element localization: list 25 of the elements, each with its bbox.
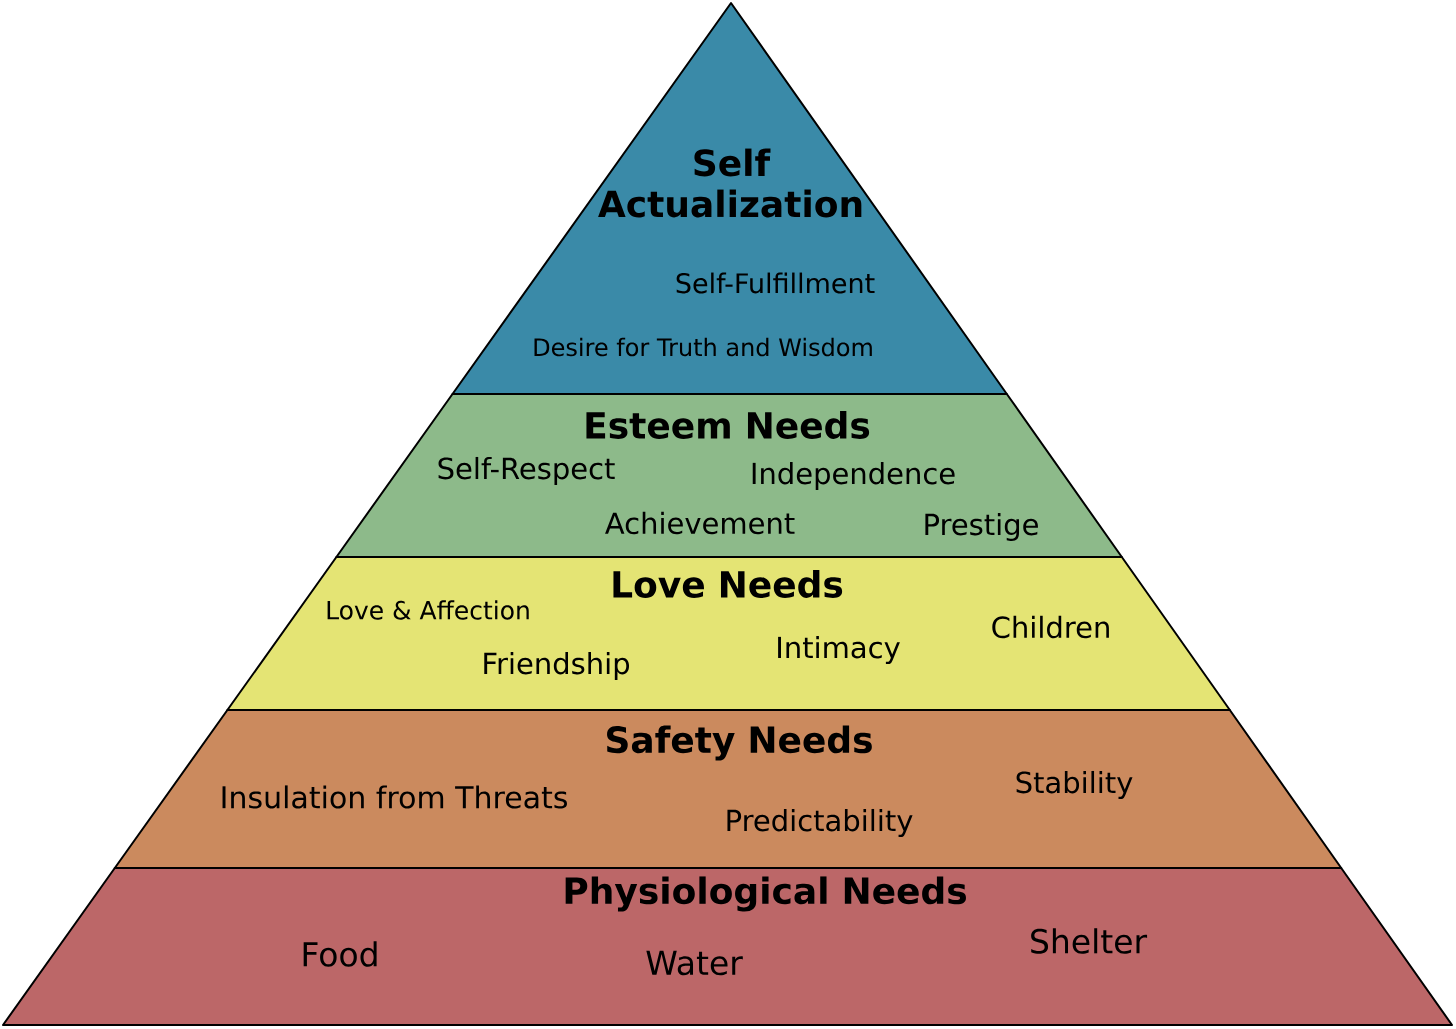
level-heading: Safety Needs (607, 725, 872, 761)
pyramid-level (113, 709, 1343, 869)
need-label: Prestige (925, 512, 1038, 542)
need-label: Food (303, 941, 377, 967)
need-label: Achievement (605, 511, 795, 535)
level-heading: Esteem Needs (586, 411, 870, 439)
need-label: Insulation from Threats (222, 785, 567, 809)
need-label: Water (646, 950, 743, 976)
need-label: Love & Affection (327, 600, 529, 620)
need-label: Friendship (484, 651, 630, 681)
need-label: Desire for Truth and Wisdom (534, 337, 872, 357)
pyramid-level (451, 2, 1008, 395)
level-heading: Self Actualization (598, 148, 862, 218)
need-label: Independence (752, 461, 955, 491)
pyramid-level (335, 393, 1123, 558)
need-label: Children (992, 615, 1109, 639)
need-label: Self-Respect (438, 456, 615, 486)
need-label: Shelter (1031, 928, 1148, 954)
need-label: Stability (1016, 770, 1133, 800)
need-label: Intimacy (778, 635, 900, 665)
pyramid-level (2, 867, 1453, 1026)
level-heading: Love Needs (613, 570, 843, 598)
need-label: Predictability (727, 808, 913, 838)
level-heading: Physiological Needs (565, 876, 966, 912)
need-label: Self-Fulfillment (676, 272, 875, 294)
